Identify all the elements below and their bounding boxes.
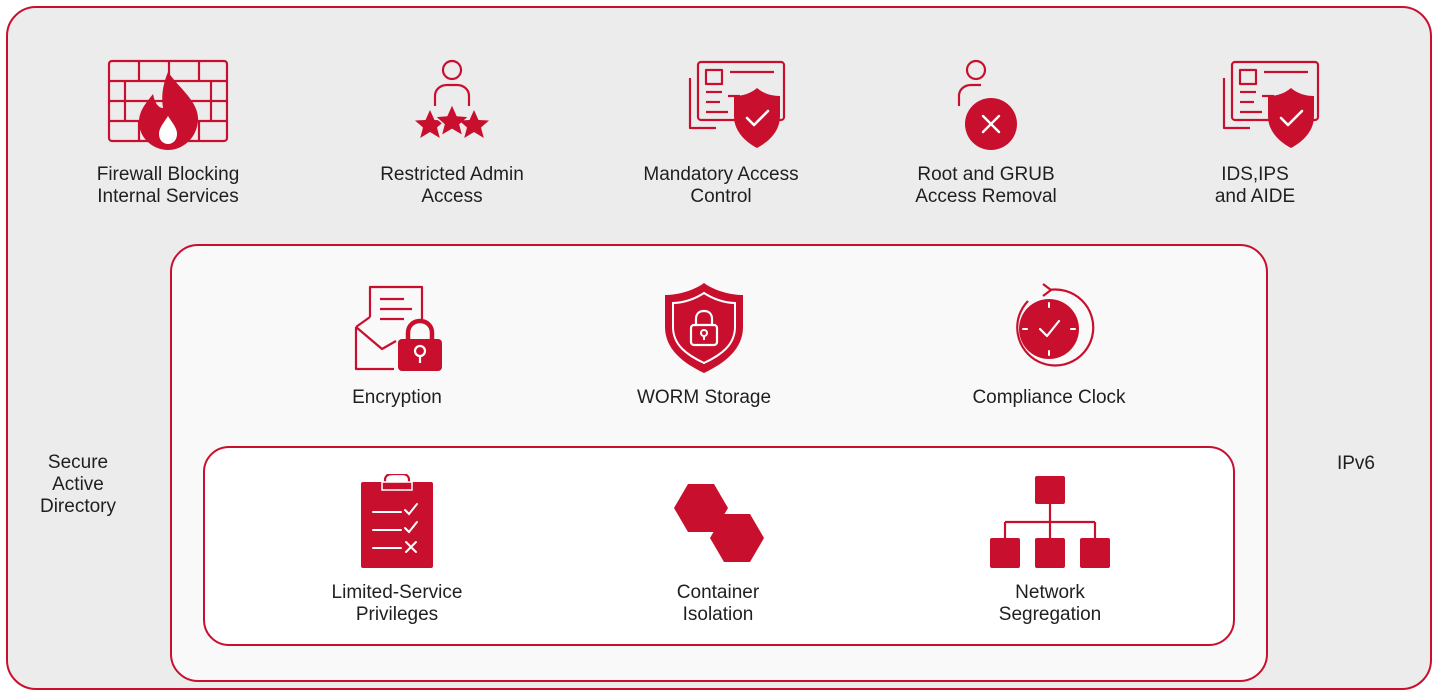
admin-stars-icon: [415, 59, 489, 138]
clipboard-checklist-icon: [361, 474, 433, 568]
ipv6-label: IPv6: [1336, 453, 1376, 474]
item-container-isolation: Container Isolation: [618, 474, 818, 626]
item-ids-ips-aide: IDS,IPS and AIDE: [1155, 58, 1355, 208]
item-encryption: Encryption: [297, 283, 497, 409]
user-remove-icon: [957, 59, 1017, 150]
firewall-icon: [107, 59, 229, 150]
item-mandatory-access-control: Mandatory Access Control: [621, 58, 821, 208]
id-card-shield-icon: [1222, 60, 1320, 148]
shield-lock-icon: [665, 283, 743, 373]
item-worm-storage: WORM Storage: [604, 283, 804, 409]
item-network-segregation: Network Segregation: [950, 474, 1150, 626]
item-limited-service-privileges: Limited-Service Privileges: [297, 474, 497, 626]
secure-active-directory-label: Secure Active Directory: [39, 452, 116, 517]
item-root-grub-access-removal: Root and GRUB Access Removal: [886, 58, 1086, 208]
item-restricted-admin: Restricted Admin Access: [352, 58, 552, 208]
item-compliance-clock: Compliance Clock: [949, 283, 1149, 409]
clock-icon: [1016, 283, 1095, 367]
id-card-shield-icon: [688, 60, 786, 148]
encrypted-document-icon: [354, 285, 442, 371]
network-tree-icon: [990, 476, 1110, 568]
hexagons-icon: [674, 484, 764, 562]
item-firewall: Firewall Blocking Internal Services: [68, 58, 268, 208]
